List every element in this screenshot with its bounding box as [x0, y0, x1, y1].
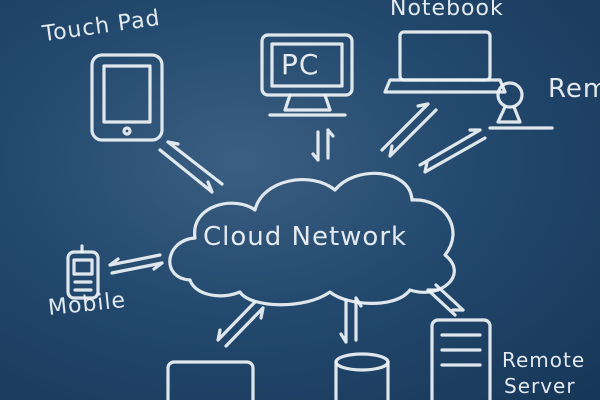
notebook-label: Notebook [390, 0, 504, 21]
touchpad-icon [90, 53, 164, 142]
user-icon [488, 81, 554, 130]
computer-icon [166, 360, 255, 400]
remote-server-label-line2: Server [504, 374, 576, 398]
notebook-icon [383, 30, 507, 94]
database-icon [334, 352, 390, 400]
cloud-shape [168, 171, 456, 307]
cloud-network-label: Cloud Network [203, 222, 408, 252]
remote-server-label-line1: Remote [502, 348, 586, 372]
server-icon [430, 318, 492, 400]
connection-arrows [108, 102, 487, 348]
pc-icon [260, 33, 354, 117]
mobile-icon [66, 244, 100, 300]
remote-user-label: Rem [548, 74, 600, 104]
pc-label: PC [281, 48, 320, 81]
